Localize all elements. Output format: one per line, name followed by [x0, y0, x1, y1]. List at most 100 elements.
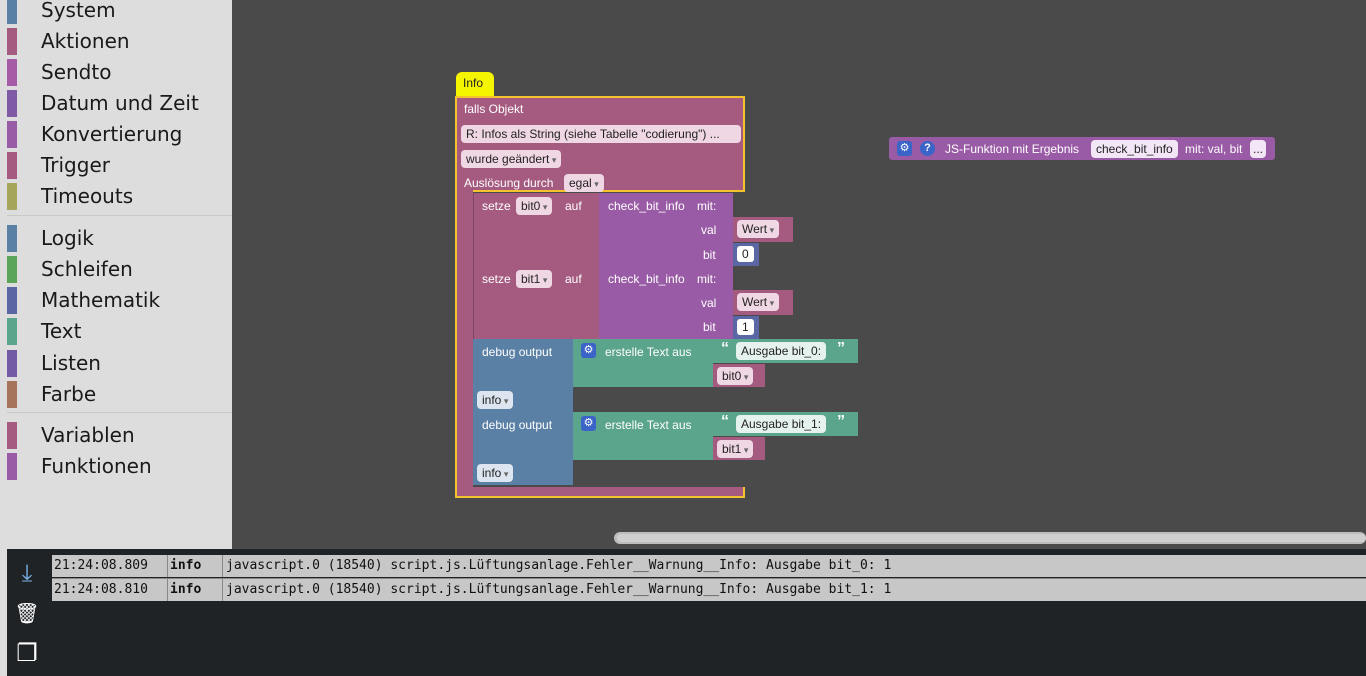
gear-icon[interactable]: ⚙: [897, 141, 912, 156]
help-icon[interactable]: ?: [920, 141, 935, 156]
gear-icon[interactable]: ⚙: [581, 416, 596, 431]
category-label: Farbe: [41, 382, 97, 406]
variable-get-block[interactable]: bit1: [713, 437, 765, 460]
trigger-title: falls Objekt: [464, 102, 524, 116]
value-dropdown[interactable]: Wert: [737, 220, 780, 238]
toolbox-category-sendto[interactable]: Sendto: [7, 57, 232, 88]
category-color: [7, 183, 17, 210]
toolbox-category-variablen[interactable]: Variablen: [7, 420, 232, 451]
create-text-label: erstelle Text aus: [605, 345, 692, 359]
category-color: [7, 422, 17, 449]
toolbox-category-logik[interactable]: Logik: [7, 223, 232, 254]
quote-close-icon: ”: [837, 413, 845, 430]
function-name-field[interactable]: check_bit_info: [1091, 140, 1178, 158]
number-block[interactable]: 0: [733, 243, 759, 266]
category-color: [7, 59, 17, 86]
toolbox-category-timeouts[interactable]: Timeouts: [7, 181, 232, 212]
number-block[interactable]: 1: [733, 316, 759, 339]
number-field[interactable]: 1: [737, 319, 754, 335]
toolbox-category-schleifen[interactable]: Schleifen: [7, 254, 232, 285]
text-literal-block[interactable]: “ Ausgabe bit_0: ”: [713, 339, 858, 363]
log-message: javascript.0 (18540) script.js.Lüftungsa…: [226, 558, 892, 573]
variable-dropdown[interactable]: bit1: [717, 440, 754, 458]
category-color: [7, 152, 17, 179]
bit-label: bit: [703, 320, 716, 334]
debug-output-block[interactable]: debug output info: [473, 339, 573, 412]
variable-dropdown[interactable]: bit0: [717, 367, 754, 385]
function-call-block[interactable]: check_bit_info mit: val bit: [599, 193, 733, 266]
category-label: Logik: [41, 226, 94, 250]
log-row-separator: [52, 578, 1366, 579]
toolbox-category-konvertierung[interactable]: Konvertierung: [7, 119, 232, 150]
variable-dropdown[interactable]: bit1: [516, 270, 553, 288]
condition-dropdown[interactable]: wurde geändert: [461, 150, 562, 168]
category-color: [7, 121, 17, 148]
copy-icon[interactable]: ❐: [16, 640, 38, 667]
debug-label: debug output: [482, 418, 553, 432]
log-column-divider: [167, 579, 168, 601]
text-field[interactable]: Ausgabe bit_1:: [736, 415, 827, 433]
number-field[interactable]: 0: [737, 246, 754, 262]
quote-open-icon: “: [721, 340, 729, 357]
variable-dropdown[interactable]: bit0: [516, 197, 553, 215]
set-variable-block[interactable]: setze bit0 auf: [473, 193, 599, 266]
comment-tab[interactable]: Info: [456, 72, 494, 96]
toolbox-category-listen[interactable]: Listen: [7, 348, 232, 379]
function-definition-block[interactable]: ⚙ ? JS-Funktion mit Ergebnis check_bit_i…: [889, 137, 1275, 160]
trigger-block[interactable]: falls Objekt R: Infos als String (siehe …: [455, 96, 745, 192]
quote-open-icon: “: [721, 413, 729, 430]
toolbox-category-trigger[interactable]: Trigger: [7, 150, 232, 181]
function-call-block[interactable]: check_bit_info mit: val bit: [599, 266, 733, 339]
category-label: Aktionen: [41, 29, 130, 53]
category-color: [7, 0, 17, 24]
category-label: Schleifen: [41, 257, 133, 281]
log-time: 21:24:08.810: [54, 582, 148, 597]
value-block[interactable]: Wert: [733, 290, 793, 315]
toolbox-category-farbe[interactable]: Farbe: [7, 379, 232, 410]
text-literal-block[interactable]: “ Ausgabe bit_1: ”: [713, 412, 858, 436]
toolbox-category-aktionen[interactable]: Aktionen: [7, 26, 232, 57]
category-label: Variablen: [41, 423, 135, 447]
log-row: 21:24:08.810 info javascript.0 (18540) s…: [52, 579, 1366, 601]
auf-label: auf: [565, 199, 582, 213]
log-time: 21:24:08.809: [54, 558, 148, 573]
val-label: val: [701, 223, 717, 237]
create-text-label: erstelle Text aus: [605, 418, 692, 432]
value-block[interactable]: Wert: [733, 217, 793, 242]
text-field[interactable]: Ausgabe bit_0:: [736, 342, 827, 360]
toolbox-separator: [7, 412, 232, 413]
blockly-workspace[interactable]: [232, 0, 1366, 549]
gear-icon[interactable]: ⚙: [581, 343, 596, 358]
object-id-field[interactable]: R: Infos als String (siehe Tabelle "codi…: [461, 125, 741, 143]
toolbox-category-datum-und-zeit[interactable]: Datum und Zeit: [7, 88, 232, 119]
toolbox-category-text[interactable]: Text: [7, 316, 232, 347]
text-join-block[interactable]: ⚙ erstelle Text aus: [573, 339, 713, 387]
debug-output-block[interactable]: debug output info: [473, 412, 573, 485]
category-label: Trigger: [41, 153, 110, 177]
trigger-dropdown[interactable]: egal: [564, 174, 604, 192]
function-more-field[interactable]: ...: [1250, 140, 1267, 158]
toolbox-category-mathematik[interactable]: Mathematik: [7, 285, 232, 316]
horizontal-scrollbar-handle[interactable]: [617, 534, 1366, 542]
scroll-down-icon[interactable]: ⤓: [21, 560, 33, 587]
category-label: Funktionen: [41, 454, 152, 478]
trigger-label: Auslösung durch: [464, 176, 554, 190]
toolbox-separator: [7, 215, 232, 216]
log-column-divider: [222, 579, 223, 601]
toolbox-category-funktionen[interactable]: Funktionen: [7, 451, 232, 482]
function-name: check_bit_info: [608, 272, 685, 286]
category-label: Timeouts: [41, 184, 134, 208]
log-level-dropdown[interactable]: info: [477, 391, 514, 409]
clear-log-icon[interactable]: 🗑: [14, 603, 40, 625]
log-column-divider: [167, 555, 168, 577]
comment-tab-label: Info: [463, 76, 484, 90]
log-level-dropdown[interactable]: info: [477, 464, 514, 482]
function-name: check_bit_info: [608, 199, 685, 213]
text-join-block[interactable]: ⚙ erstelle Text aus: [573, 412, 713, 460]
category-color: [7, 256, 17, 283]
toolbox-category-system[interactable]: System: [7, 0, 232, 26]
variable-get-block[interactable]: bit0: [713, 364, 765, 387]
category-label: Mathematik: [41, 288, 161, 312]
set-variable-block[interactable]: setze bit1 auf: [473, 266, 599, 339]
value-dropdown[interactable]: Wert: [737, 293, 780, 311]
